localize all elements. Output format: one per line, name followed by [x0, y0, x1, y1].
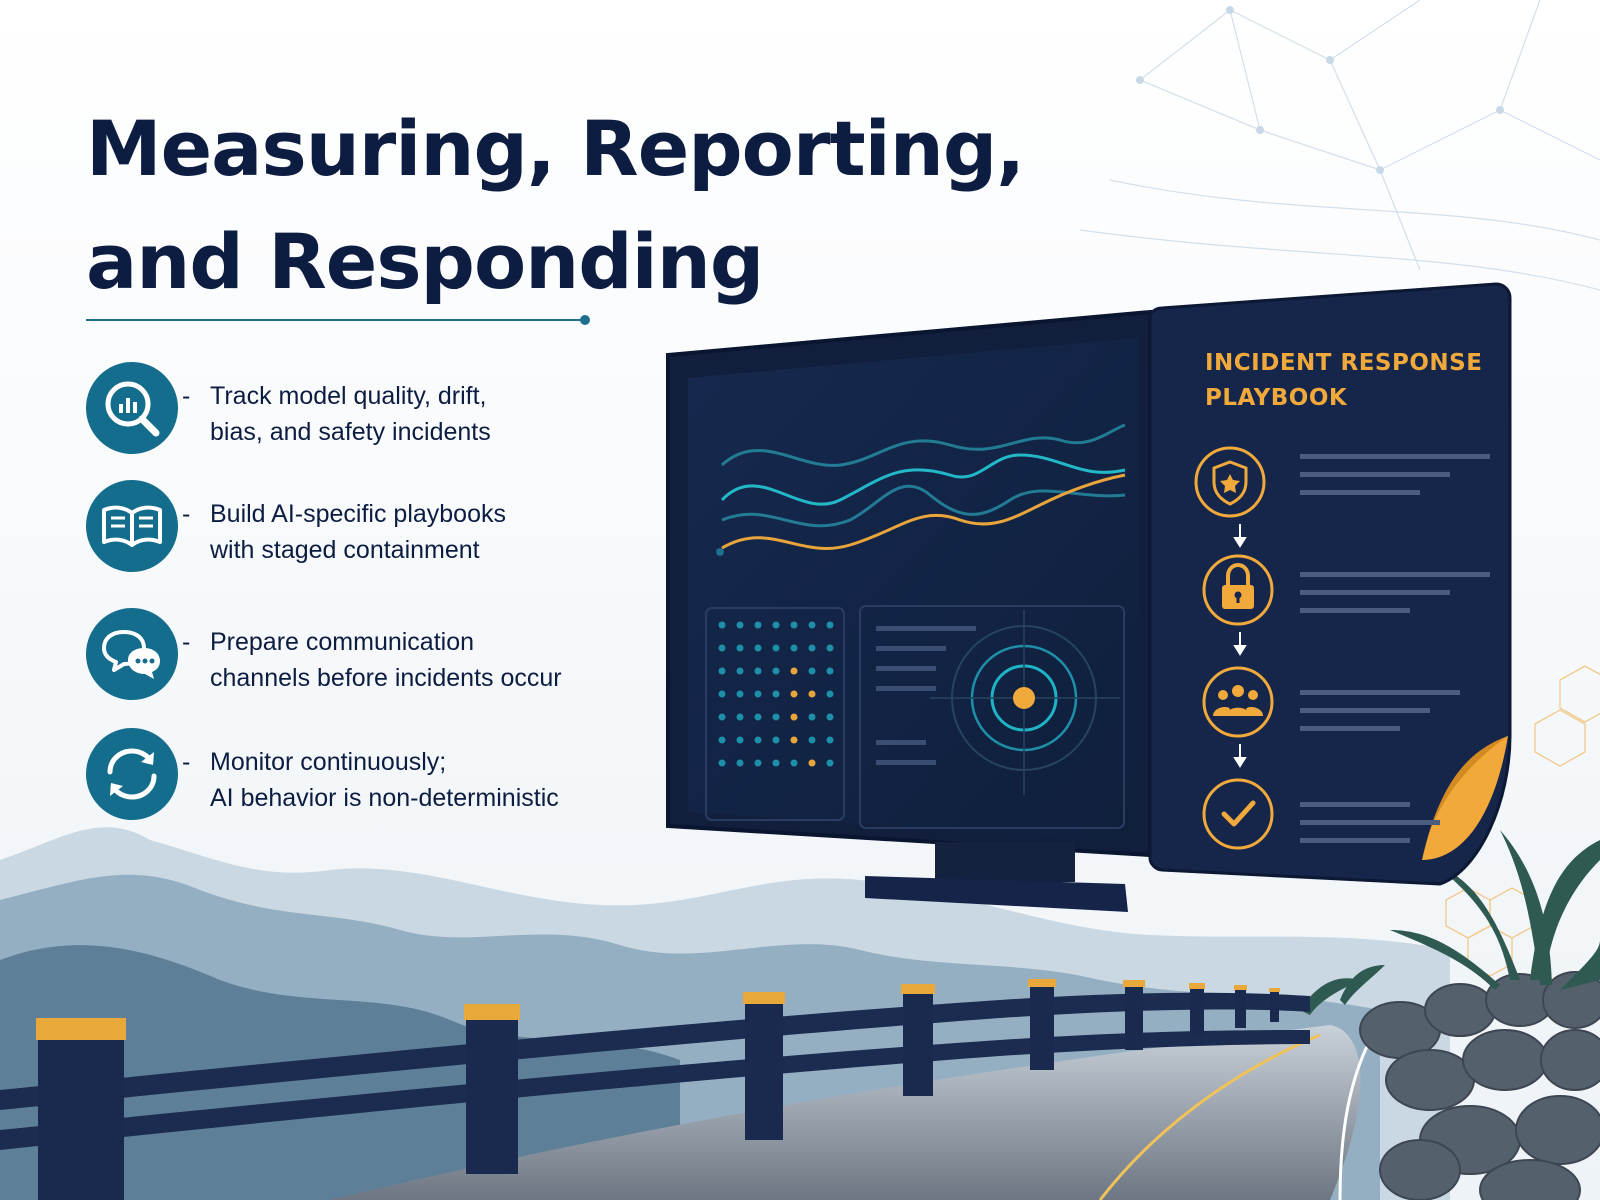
rocks — [1359, 971, 1600, 1200]
bullet-text: - Prepare communication channels before … — [182, 624, 680, 696]
bullet-marker: - — [182, 382, 191, 410]
title-divider — [86, 319, 582, 321]
playbook-title-line-1: INCIDENT RESPONSE — [1205, 350, 1483, 376]
playbook-title-line-2: PLAYBOOK — [1205, 385, 1348, 411]
page-title: Measuring, Reporting, and Responding — [86, 92, 1136, 318]
bullet-marker: - — [182, 500, 191, 528]
bullet-line-1: Monitor continuously; — [210, 748, 447, 776]
refresh-cycle-icon — [86, 728, 178, 820]
bullet-line-2: bias, and safety incidents — [210, 418, 491, 446]
monitor-line-chart — [720, 423, 1126, 550]
bullet-line-2: with staged containment — [210, 536, 480, 564]
bullet-item: - Track model quality, drift, bias, and … — [86, 362, 646, 458]
bullet-item: - Build AI-specific playbooks with stage… — [86, 480, 646, 576]
road — [330, 1025, 1361, 1200]
bullet-line-1: Prepare communication — [210, 628, 475, 656]
open-book-icon — [86, 480, 178, 572]
bullet-text: - Build AI-specific playbooks with stage… — [182, 496, 680, 568]
divider-dot — [580, 315, 590, 325]
magnifier-chart-icon — [86, 362, 178, 454]
chat-bubbles-icon — [86, 608, 178, 700]
playbook-title: INCIDENT RESPONSE PLAYBOOK — [1205, 346, 1495, 416]
bullet-text: - Monitor continuously; AI behavior is n… — [182, 744, 680, 816]
bullet-marker: - — [182, 628, 191, 656]
bullet-item: - Monitor continuously; AI behavior is n… — [86, 728, 646, 824]
guardrail — [0, 979, 1310, 1200]
plants — [1300, 830, 1600, 1015]
bullet-line-2: channels before incidents occur — [210, 664, 562, 692]
bullet-marker: - — [182, 748, 191, 776]
title-line-2: and Responding — [86, 217, 764, 306]
bullet-line-1: Track model quality, drift, — [210, 382, 487, 410]
title-line-1: Measuring, Reporting, — [86, 104, 1025, 193]
dot-matrix — [718, 621, 834, 767]
bullet-item: - Prepare communication channels before … — [86, 608, 646, 704]
monitor — [666, 309, 1152, 912]
bullet-text: - Track model quality, drift, bias, and … — [182, 378, 680, 450]
bullet-line-2: AI behavior is non-deterministic — [210, 784, 559, 812]
bullet-line-1: Build AI-specific playbooks — [210, 500, 506, 528]
radar — [930, 610, 1120, 795]
